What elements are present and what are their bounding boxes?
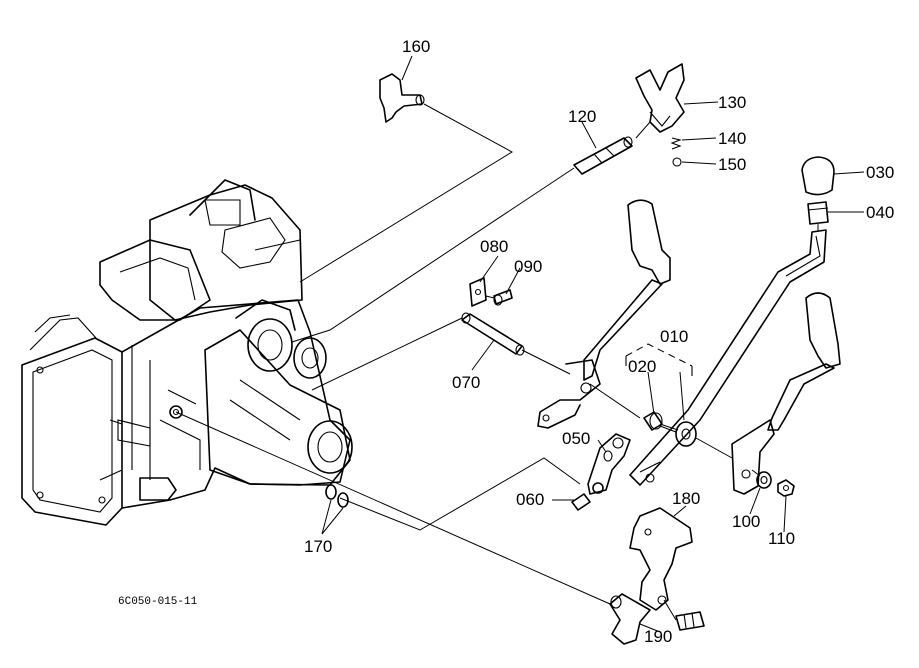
label-160: 160 xyxy=(402,37,430,56)
part-110-nut xyxy=(777,479,795,497)
transmission-housing xyxy=(21,179,353,526)
part-150-ball xyxy=(672,157,682,167)
label-080: 080 xyxy=(480,237,508,256)
label-050: 050 xyxy=(562,429,590,448)
part-010-group-bracket xyxy=(625,343,693,376)
label-090: 090 xyxy=(514,257,542,276)
range-lever-upper xyxy=(537,199,671,429)
part-010-shift-lever xyxy=(629,229,827,486)
label-180: 180 xyxy=(672,489,700,508)
part-labels: 160 120 130 140 150 030 040 080 090 010 … xyxy=(118,37,894,646)
label-030: 030 xyxy=(866,163,894,182)
label-060: 060 xyxy=(516,490,544,509)
part-050-link-arm xyxy=(587,433,631,495)
reference-code: 6C050-015-11 xyxy=(118,596,198,608)
part-130-shift-fork xyxy=(635,63,685,133)
label-040: 040 xyxy=(866,203,894,222)
part-180-bracket xyxy=(629,507,693,611)
part-190-lever xyxy=(609,593,705,645)
part-060-pin xyxy=(571,493,591,511)
part-080-plate xyxy=(469,277,487,307)
label-190: 190 xyxy=(644,627,672,646)
label-070: 070 xyxy=(452,373,480,392)
label-170: 170 xyxy=(304,537,332,556)
part-020-bushing xyxy=(643,411,663,431)
label-130: 130 xyxy=(718,93,746,112)
assembly-lines xyxy=(175,55,865,633)
part-100-washer xyxy=(756,471,772,489)
label-100: 100 xyxy=(732,512,760,531)
label-140: 140 xyxy=(718,129,746,148)
part-120-shift-rod xyxy=(573,136,633,175)
part-030-knob xyxy=(801,156,835,196)
label-020: 020 xyxy=(628,357,656,376)
label-150: 150 xyxy=(718,155,746,174)
label-120: 120 xyxy=(568,107,596,126)
part-160-shift-bracket xyxy=(379,73,425,123)
range-lever-lower xyxy=(731,292,841,495)
label-010: 010 xyxy=(660,327,688,346)
part-040-grip xyxy=(807,201,829,225)
part-170-seals xyxy=(325,484,349,508)
part-140-spring xyxy=(670,137,682,150)
part-090-bolt xyxy=(493,289,513,306)
part-070-pivot-pin xyxy=(461,312,525,356)
label-110: 110 xyxy=(768,529,795,548)
